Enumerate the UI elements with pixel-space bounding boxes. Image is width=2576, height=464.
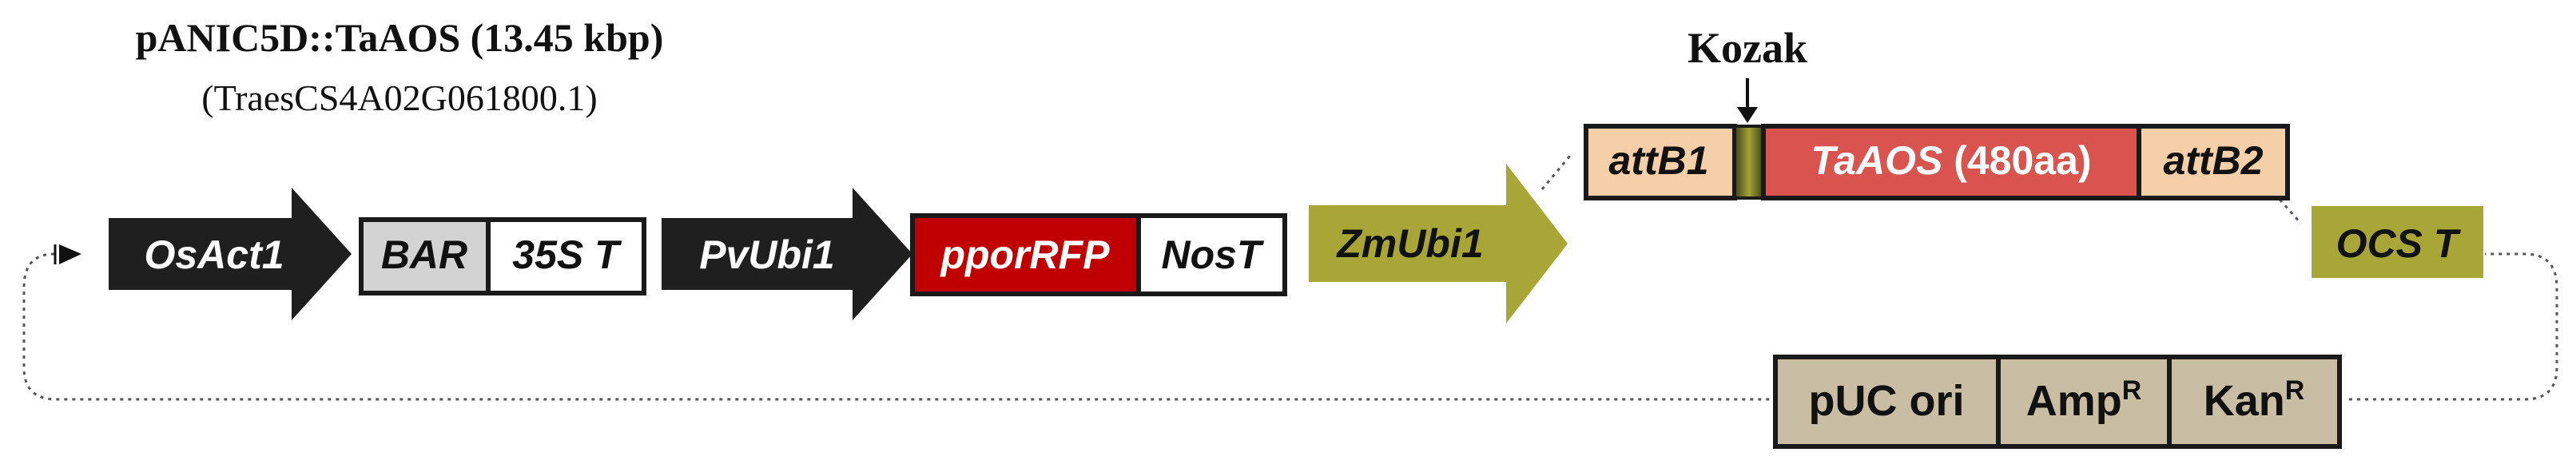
- attb1-label: attB1: [1608, 138, 1708, 183]
- zmubi1-promoter: ZmUbi1: [1309, 164, 1568, 323]
- pporrfp-reporter: pporRFP: [910, 213, 1141, 296]
- pvubi1-promoter: PvUbi1: [662, 188, 912, 320]
- ampicillin-resistance: AmpR: [1996, 355, 2172, 449]
- amp-label: AmpR: [2026, 375, 2142, 425]
- origin-marker-icon: [54, 244, 81, 264]
- taaos-gene-name: TaAOS: [1811, 138, 1942, 183]
- amp-text: Amp: [2026, 377, 2122, 425]
- kozak-pointer-icon: [1737, 78, 1758, 123]
- taaos-gene: TaAOS (480aa): [1761, 124, 2141, 200]
- attb1-site: attB1: [1584, 124, 1737, 200]
- bar-marker: BAR: [359, 217, 491, 295]
- zmubi1-label: ZmUbi1: [1335, 221, 1483, 266]
- bar-label: BAR: [381, 232, 467, 277]
- ocs-terminator: OCS T: [2312, 206, 2483, 278]
- nos-terminator: NosT: [1136, 213, 1287, 296]
- kozak-sequence: [1733, 125, 1765, 200]
- kan-superscript: R: [2285, 375, 2305, 406]
- plasmid-title: pANIC5D::TaAOS (13.45 kbp): [136, 15, 664, 60]
- kan-label: KanR: [2204, 375, 2305, 425]
- amp-superscript: R: [2122, 375, 2142, 406]
- taaos-size: (480aa): [1942, 138, 2091, 183]
- kozak-label: Kozak: [1688, 24, 1807, 72]
- attb2-label: attB2: [2163, 138, 2263, 183]
- 35s-terminator: 35S T: [486, 217, 646, 295]
- kanamycin-resistance: KanR: [2167, 355, 2342, 449]
- kan-text: Kan: [2204, 377, 2285, 425]
- puc-origin: pUC ori: [1773, 355, 2001, 449]
- taaos-label: TaAOS (480aa): [1811, 138, 2091, 183]
- transcript-id: (TraesCS4A02G061800.1): [201, 77, 597, 118]
- 35s-terminator-label: 35S T: [512, 232, 622, 277]
- puc-origin-label: pUC ori: [1809, 377, 1965, 425]
- attb2-site: attB2: [2137, 124, 2290, 200]
- nos-terminator-label: NosT: [1162, 232, 1265, 277]
- pporrfp-label: pporRFP: [939, 232, 1110, 277]
- osact1-label: OsAct1: [144, 232, 284, 277]
- osact1-promoter: OsAct1: [109, 188, 352, 320]
- ocs-terminator-label: OCS T: [2336, 221, 2462, 266]
- pvubi1-label: PvUbi1: [699, 232, 835, 277]
